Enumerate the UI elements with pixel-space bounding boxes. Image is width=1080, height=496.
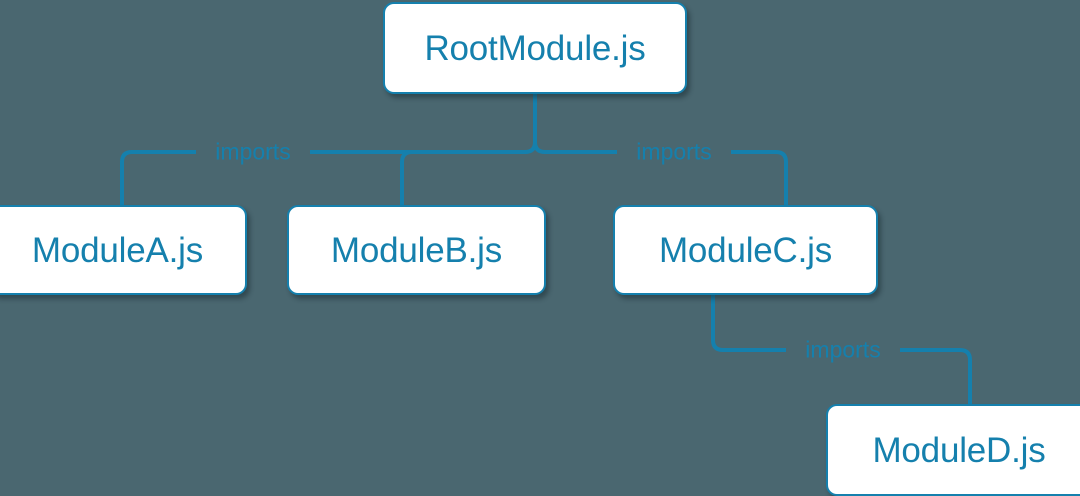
node-label: ModuleD.js (872, 430, 1046, 470)
edge-root-to-modulec-bus-right (731, 150, 788, 205)
node-label: ModuleC.js (658, 230, 833, 270)
node-module-a[interactable]: ModuleA.js (0, 205, 247, 295)
edge-root-to-moduleb (400, 150, 413, 205)
node-module-d[interactable]: ModuleD.js (826, 404, 1080, 496)
node-root-module[interactable]: RootModule.js (383, 2, 687, 94)
edge-label-module-c-to-module-d: imports (805, 336, 881, 363)
edge-modulec-to-moduled-start (711, 295, 786, 352)
node-label: ModuleB.js (330, 230, 503, 270)
node-label: ModuleA.js (31, 230, 204, 270)
edge-modulec-to-moduled-end (900, 348, 972, 404)
node-module-c[interactable]: ModuleC.js (613, 205, 878, 295)
node-label: RootModule.js (424, 28, 646, 68)
edge-label-root-to-module-c: imports (636, 138, 712, 165)
node-module-b[interactable]: ModuleB.js (287, 205, 546, 295)
edge-root-stem-left (524, 141, 537, 154)
edge-root-to-modulea-bus-left (120, 150, 196, 205)
edge-label-root-to-module-a: imports (215, 138, 291, 165)
